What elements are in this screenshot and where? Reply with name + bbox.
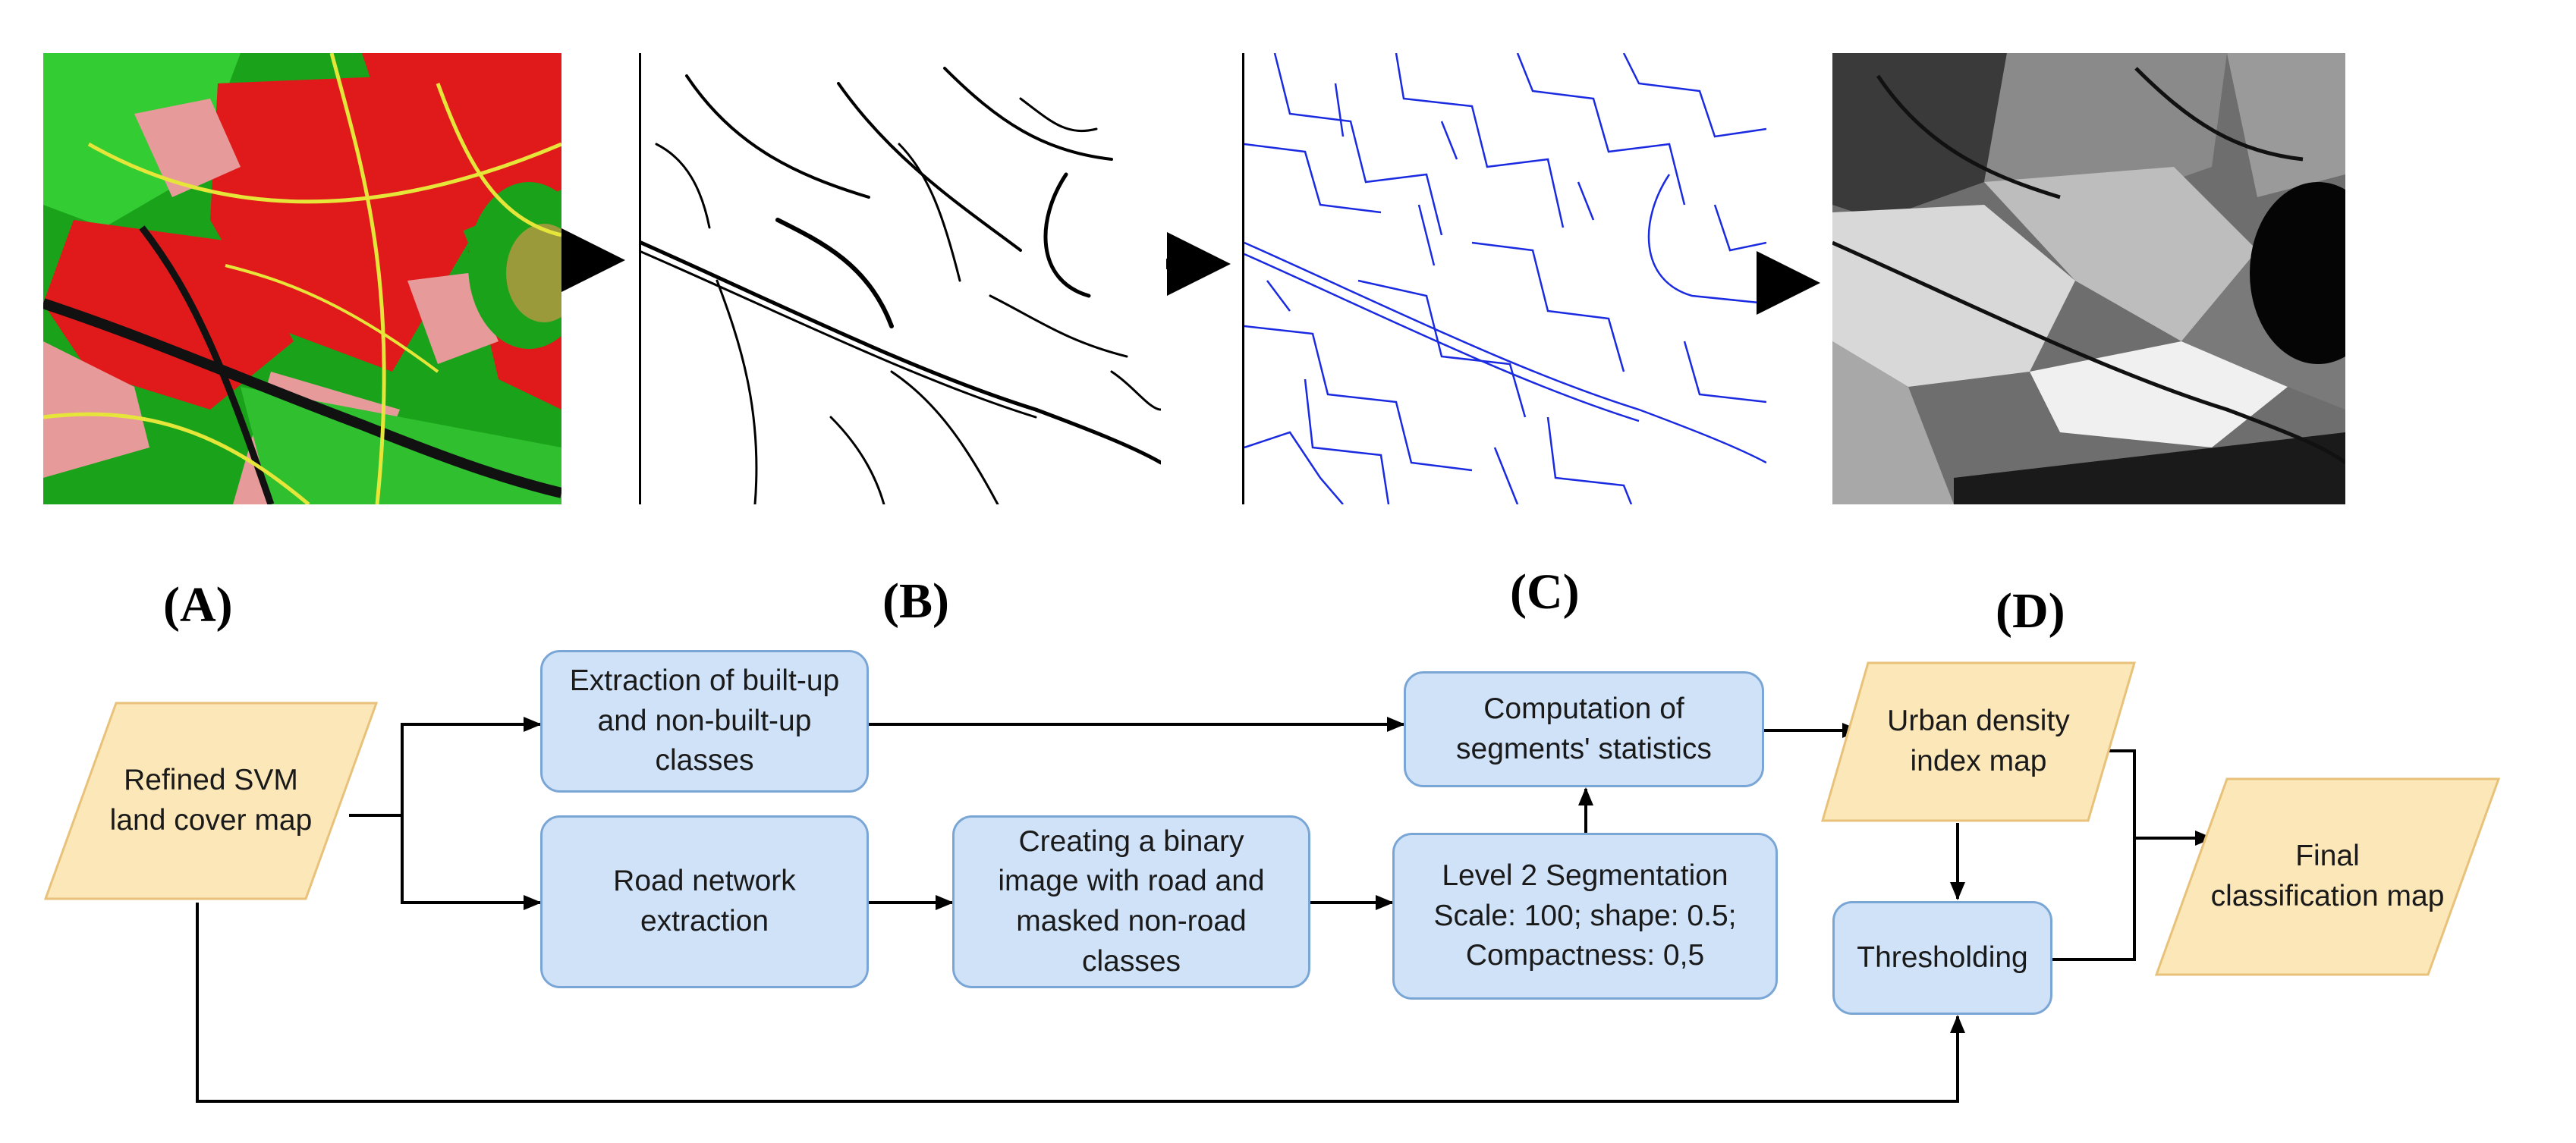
final-map-label: Final classification map <box>2210 840 2445 912</box>
connector-input-to-thresholding <box>196 903 1965 1103</box>
binary-road-image <box>639 53 1161 504</box>
panel-arrows <box>561 228 1820 315</box>
input-land-cover-label: Refined SVM land cover map <box>109 764 313 837</box>
connector-thresholding-to-final <box>2052 838 2136 961</box>
extraction-process-box: Extraction of built-up and non-built-up … <box>540 650 869 793</box>
land-cover-map-image <box>43 53 561 504</box>
density-grayscale-image <box>1832 53 2345 504</box>
input-land-cover-node: Refined SVM land cover map <box>44 702 378 900</box>
segmentation-image <box>1242 53 1766 504</box>
panel-label-b: (B) <box>882 573 949 629</box>
final-map-node: Final classification map <box>2155 777 2500 976</box>
statistics-box: Computation of segments' statistics <box>1404 671 1764 787</box>
binary-image-box: Creating a binary image with road and ma… <box>952 815 1310 988</box>
density-map-label: Urban density index map <box>1887 705 2070 777</box>
connector-to-road <box>401 815 542 910</box>
panel-label-a: (A) <box>163 577 233 633</box>
connector-to-extraction <box>401 717 542 815</box>
panel-label-d: (D) <box>1996 583 2065 639</box>
road-extraction-box: Road network extraction <box>540 815 869 988</box>
density-map-node: Urban density index map <box>1821 661 2136 822</box>
segmentation-box: Level 2 Segmentation Scale: 100; shape: … <box>1392 833 1778 1000</box>
thresholding-box: Thresholding <box>1832 901 2052 1015</box>
panel-label-c: (C) <box>1510 564 1580 620</box>
